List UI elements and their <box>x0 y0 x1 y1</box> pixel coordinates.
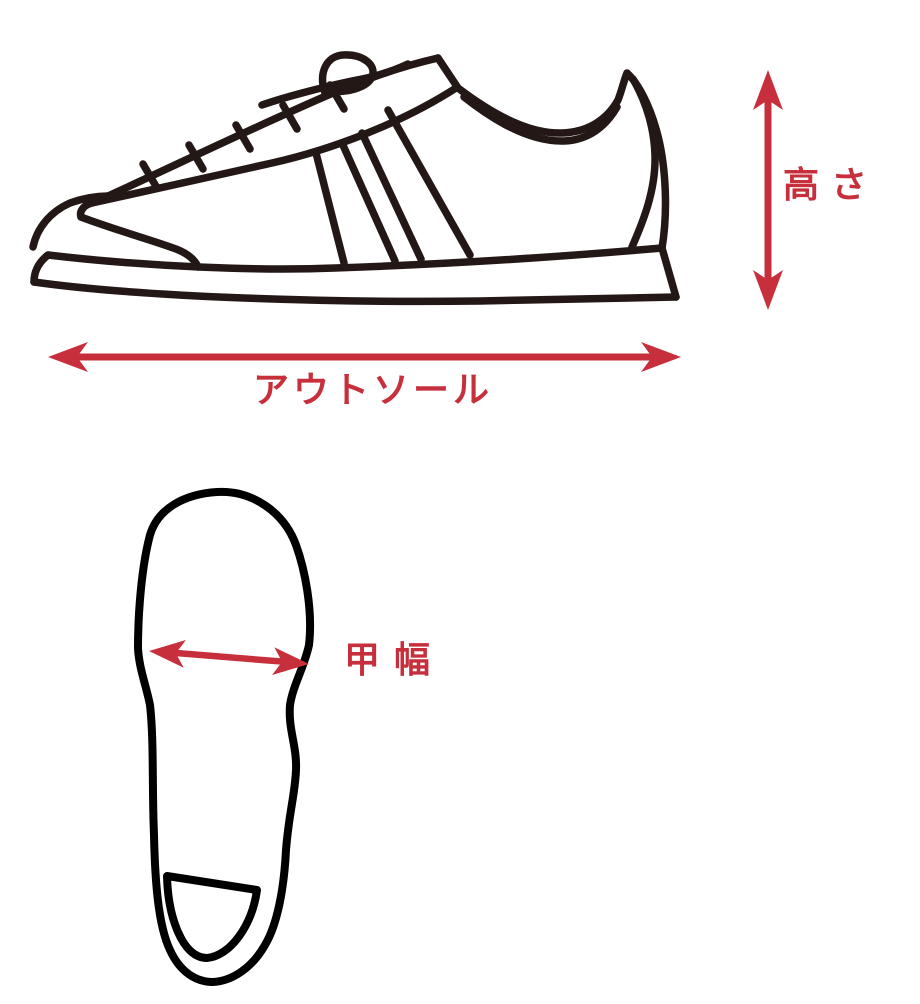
lace-tick <box>185 141 207 173</box>
shoe-sole <box>30 244 680 306</box>
insole-top-view-illustration <box>134 487 315 986</box>
sole-left-edge <box>30 251 52 286</box>
instep-arrow-shaft <box>170 649 288 666</box>
heel-inner-seam <box>628 75 659 251</box>
sole-top-line <box>44 244 666 273</box>
bow-strand <box>258 60 412 109</box>
stripe-line <box>312 149 348 267</box>
height-arrow <box>753 70 783 310</box>
instep-width-arrow <box>149 640 309 675</box>
arrowhead-up-icon <box>753 70 783 110</box>
outsole-arrow <box>48 342 681 372</box>
arrowhead-left-icon <box>149 640 186 668</box>
outsole-arrow-shaft <box>72 353 656 361</box>
lace-bow <box>258 51 412 109</box>
stripe-line <box>384 106 474 259</box>
heel-cup-inner-outline <box>163 872 261 962</box>
arrowhead-left-icon <box>48 342 88 372</box>
height-arrow-shaft <box>764 96 772 284</box>
eyestay-lower-edge <box>76 84 460 221</box>
height-label: 高さ <box>783 164 880 205</box>
lace-ticks <box>139 81 348 192</box>
lace-tick <box>139 160 161 192</box>
stripe-line <box>338 139 399 265</box>
eyestay-corner-edge <box>434 54 462 92</box>
sneaker-side-view-illustration <box>29 51 680 306</box>
lace-tick <box>232 121 254 153</box>
lace-tick <box>279 101 301 133</box>
arrowhead-right-icon <box>641 342 681 372</box>
collar-and-heel <box>454 69 670 252</box>
side-stripes <box>312 106 474 267</box>
outsole-label: アウトソール <box>253 369 494 410</box>
insole-outline <box>134 487 315 986</box>
stripe-line <box>358 129 425 263</box>
arrowhead-down-icon <box>753 270 783 310</box>
sole-bottom-line <box>30 278 680 306</box>
toe-mudguard-seam <box>77 213 202 271</box>
bow-loop <box>318 51 377 97</box>
lacing <box>104 51 462 200</box>
arrowhead-right-icon <box>272 647 309 675</box>
collar-outer-and-heel-back <box>454 69 670 252</box>
instep-width-label: 甲幅 <box>344 639 445 680</box>
sole-right-edge <box>658 244 680 301</box>
collar-piping-line <box>460 93 621 145</box>
toe-silhouette <box>29 192 112 251</box>
